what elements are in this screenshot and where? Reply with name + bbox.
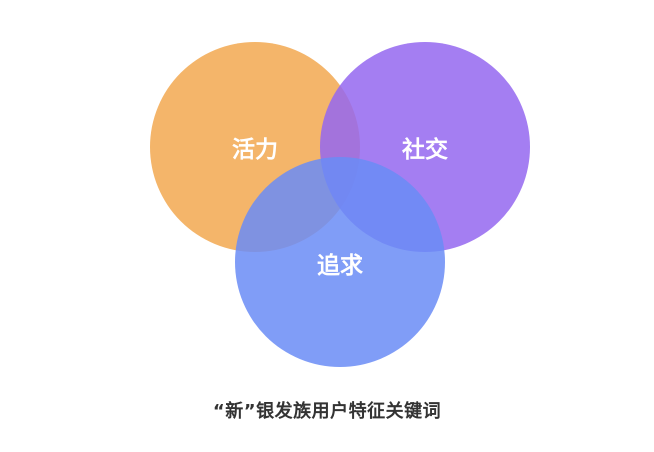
label-social: 社交	[402, 136, 448, 163]
circle-pursuit	[235, 157, 445, 367]
diagram-caption: “新”银发族用户特征关键词	[212, 401, 442, 422]
label-pursuit: 追求	[317, 252, 363, 279]
label-vitality: 活力	[232, 137, 278, 163]
